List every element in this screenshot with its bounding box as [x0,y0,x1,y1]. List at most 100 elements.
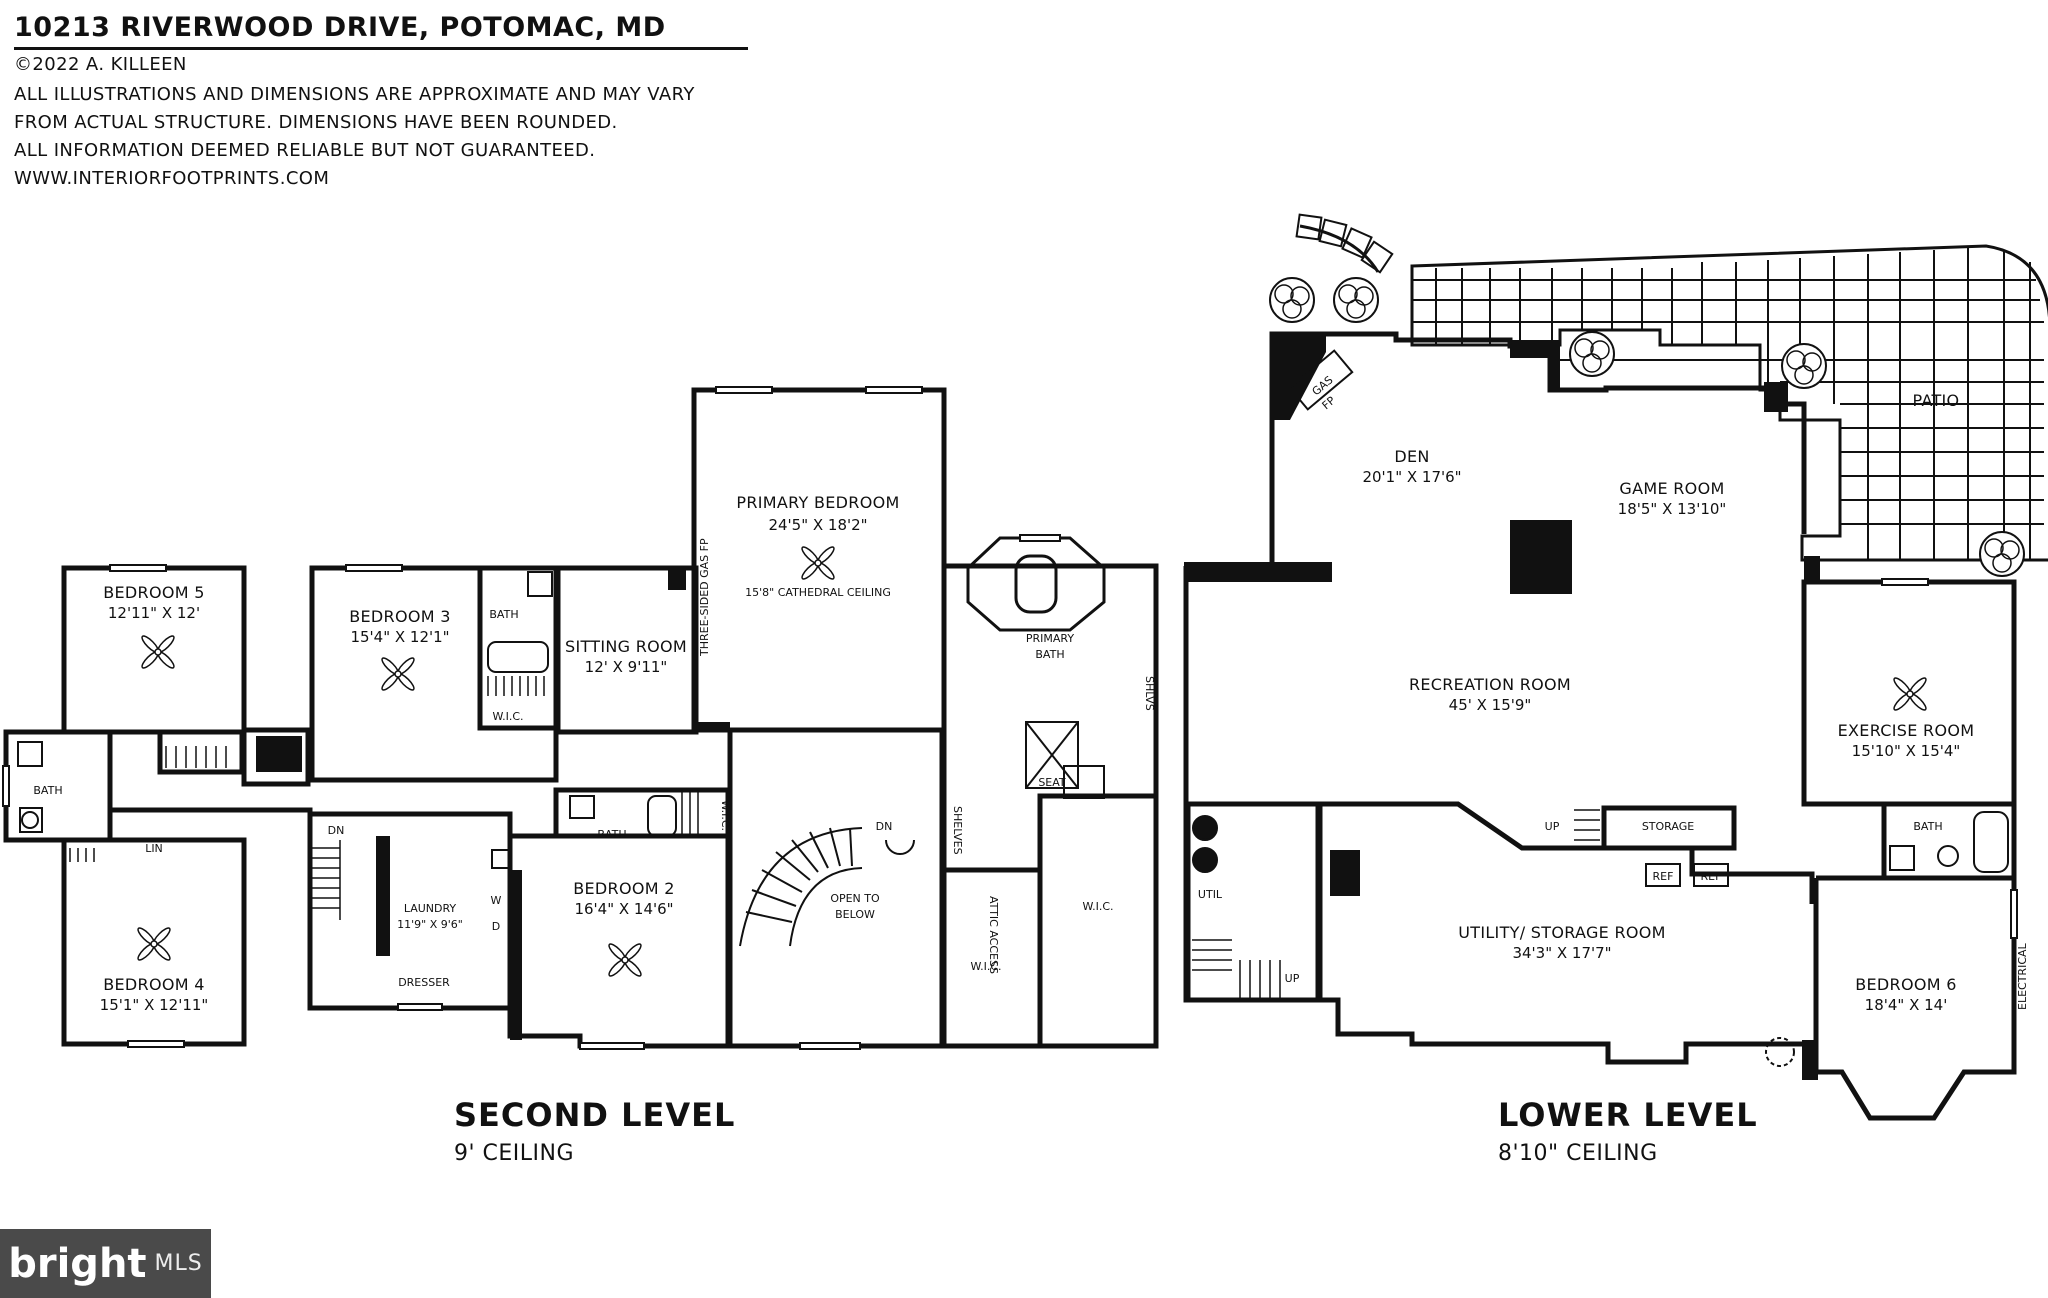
disclaimer-line: ALL ILLUSTRATIONS AND DIMENSIONS ARE APP… [14,84,695,105]
level-ceiling-second: 9' CEILING [454,1141,574,1166]
room-dims-utility: 34'3" X 17'7" [1512,944,1611,962]
label-wic: W.I.C. [719,800,732,831]
lower-level-fixtures [1192,349,2009,1067]
label-bath: BATH [33,784,62,797]
title-underline [14,47,748,50]
level-name-second: SECOND LEVEL [454,1096,735,1134]
second-level-stairs [312,840,341,920]
label-util: UTIL [1198,888,1223,901]
label-seat: SEAT [1038,776,1066,789]
room-dims-bedroom2: 16'4" X 14'6" [574,900,673,918]
disclaimer-line: FROM ACTUAL STRUCTURE. DIMENSIONS HAVE B… [14,112,618,133]
room-name-bedroom6: BEDROOM 6 [1855,975,1956,994]
primary-bath-tub [966,536,1106,632]
room-note-cathedral: 15'8" CATHEDRAL CEILING [745,586,891,599]
label-storage: STORAGE [1642,820,1694,833]
recreation-walls [1183,566,1806,1065]
utility-walls [1320,801,1815,904]
label-wic: W.I.C. [970,960,1001,973]
label-below: BELOW [835,908,875,921]
room-name-bedroom5: BEDROOM 5 [103,583,204,602]
room-name-primary-bath-2: BATH [1035,648,1064,661]
watermark-brand: bright [8,1240,147,1287]
room-name-patio: PATIO [1913,391,1960,410]
room-name-laundry: LAUNDRY [404,902,457,915]
tree-icon [1781,343,1827,389]
room-dims-bedroom5: 12'11" X 12' [108,604,200,622]
label-attic-access: ATTIC ACCESS [987,896,1000,974]
disclaimer-line: ALL INFORMATION DEEMED RELIABLE BUT NOT … [14,140,596,161]
ceiling-fan-icon [135,925,173,963]
room-name-primary-bedroom: PRIMARY BEDROOM [736,493,899,512]
level-name-lower: LOWER LEVEL [1498,1096,1758,1134]
tree-icon [1269,277,1315,323]
label-dn: DN [328,824,345,837]
second-level-closet-details [69,676,699,862]
ceiling-fan-icon [139,633,177,671]
copyright-text: ©2022 A. KILLEEN [14,54,187,75]
curved-staircase [739,827,915,947]
room-name-primary-bath: PRIMARY [1026,632,1074,645]
label-bath: BATH [597,828,626,841]
label-washer: W [491,894,502,907]
level-ceiling-lower: 8'10" CEILING [1498,1141,1658,1166]
room-dims-laundry: 11'9" X 9'6" [397,918,463,931]
room-dims-sitting: 12' X 9'11" [585,658,668,676]
room-dims-bedroom3: 15'4" X 12'1" [350,628,449,646]
plan-title: 10213 RIVERWOOD DRIVE, POTOMAC, MD [14,12,666,43]
room-dims-game: 18'5" X 13'10" [1618,500,1727,518]
patio [1295,213,2048,562]
label-shelves: SHELVES [951,806,964,855]
bedroom6-walls [1813,875,2017,1121]
bedroom3-walls [309,565,559,783]
second-level-fixtures [17,571,1105,869]
lower-level-windows [1881,578,2018,939]
room-name-bedroom4: BEDROOM 4 [103,975,204,994]
second-level-solid-walls [256,566,730,1040]
room-dims-primary-bedroom: 24'5" X 18'2" [768,516,867,534]
label-fireplace: THREE-SIDED GAS FP [698,538,711,657]
second-level-windows [2,386,1061,1050]
room-dims-den: 20'1" X 17'6" [1362,468,1461,486]
room-name-den: DEN [1394,447,1429,466]
tree-icon [1333,277,1379,323]
room-name-bedroom3: BEDROOM 3 [349,607,450,626]
second-level-walls [3,387,1159,1049]
label-ref: REF [1653,870,1674,883]
ceiling-fan-icon [799,544,837,582]
tree-icon [1569,331,1615,377]
room-dims-recreation: 45' X 15'9" [1449,696,1532,714]
room-name-exercise: EXERCISE ROOM [1838,721,1975,740]
ceiling-fan-icon [1891,675,1929,713]
ceiling-fan-icon [379,655,417,693]
ceiling-fan-icon [606,941,644,979]
bedroom2-walls [507,833,731,1049]
label-bath: BATH [489,608,518,621]
label-up: UP [1545,820,1560,833]
room-dims-bedroom4: 15'1" X 12'11" [100,996,209,1014]
label-shlvs: SHLVS [1143,676,1156,711]
tree-icon [1979,531,2025,577]
label-bath: BATH [1913,820,1942,833]
lower-level-stairs [1192,809,1600,1000]
label-open-to: OPEN TO [830,892,880,905]
lower-level-solid-walls [1184,334,1820,1080]
label-dresser: DRESSER [398,976,450,989]
room-name-recreation: RECREATION ROOM [1409,675,1571,694]
label-ref: REF [1701,870,1722,883]
label-dn: DN [876,820,893,833]
label-gas: GAS [1310,374,1336,399]
label-wic: W.I.C. [492,710,523,723]
room-name-sitting: SITTING ROOM [565,637,687,656]
room-dims-exercise: 15'10" X 15'4" [1852,742,1961,760]
room-name-game: GAME ROOM [1619,479,1724,498]
label-up: UP [1285,972,1300,985]
room-dims-bedroom6: 18'4" X 14' [1865,996,1948,1014]
label-electrical: ELECTRICAL [2016,942,2029,1010]
label-linen: LIN [145,842,163,855]
watermark-suffix: MLS [154,1251,203,1276]
label-wic: W.I.C. [1082,900,1113,913]
brightmls-watermark-logo: bright MLS [0,1229,211,1298]
room-name-utility: UTILITY/ STORAGE ROOM [1458,923,1666,942]
